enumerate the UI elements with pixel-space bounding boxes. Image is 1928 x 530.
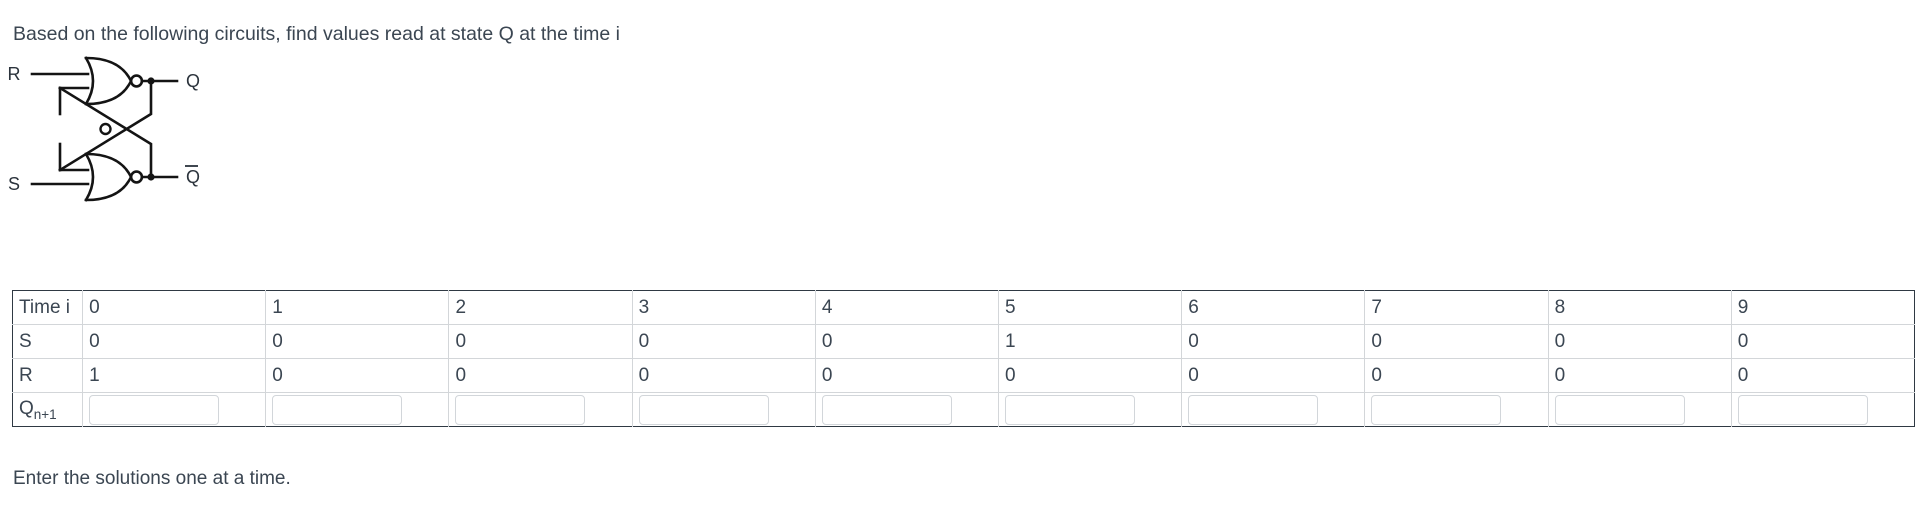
table-row-r: R 1 0 0 0 0 0 0 0 0 0 — [12, 358, 1915, 393]
cell-time-5: 5 — [998, 290, 1183, 325]
answer-input-6[interactable] — [1188, 394, 1319, 425]
cell-time-9: 9 — [1730, 290, 1915, 325]
table-row-q-next: Qn+1 — [12, 392, 1915, 427]
q-junction-dot — [147, 77, 155, 85]
timing-table-wrapper: Time i 0 1 2 3 4 5 6 7 8 9 S 0 0 0 — [12, 290, 1915, 427]
cell-s-6: 0 — [1181, 324, 1366, 359]
cell-r-1: 0 — [265, 358, 450, 393]
cell-r-8: 0 — [1547, 358, 1732, 393]
answer-input-3[interactable] — [638, 394, 769, 425]
cell-s-3: 0 — [631, 324, 816, 359]
question-prompt: Based on the following circuits, find va… — [13, 23, 620, 45]
cell-s-2: 0 — [448, 324, 633, 359]
bottom-gate-bubble — [129, 170, 144, 184]
row-label-q-next-subscript: n+1 — [33, 406, 57, 422]
qbar-junction-dot — [147, 173, 155, 181]
circuit-svg: R S Q Q — [8, 56, 200, 202]
wire-crossing-hop — [99, 122, 112, 136]
table-row-time: Time i 0 1 2 3 4 5 6 7 8 9 — [12, 290, 1915, 325]
top-gate-back — [84, 56, 95, 106]
bottom-gate-top-arc — [84, 152, 133, 179]
cell-q-7 — [1364, 392, 1549, 427]
cell-q-1 — [265, 392, 450, 427]
cell-time-3: 3 — [631, 290, 816, 325]
top-gate-top-arc — [84, 56, 133, 83]
cell-s-8: 0 — [1547, 324, 1732, 359]
row-label-q-next: Qn+1 — [12, 392, 84, 427]
wire-feedback-q-to-bottom-gate — [58, 82, 153, 172]
cell-time-1: 1 — [265, 290, 450, 325]
cell-r-9: 0 — [1730, 358, 1915, 393]
cell-time-8: 8 — [1547, 290, 1732, 325]
cell-q-3 — [631, 392, 816, 427]
table-row-s: S 0 0 0 0 0 1 0 0 0 0 — [12, 324, 1915, 359]
cell-time-0: 0 — [82, 290, 267, 325]
circuit-label-qbar: Q — [186, 167, 200, 187]
circuit-label-r: R — [8, 64, 21, 84]
cell-q-9 — [1730, 392, 1915, 427]
cell-r-4: 0 — [814, 358, 1000, 393]
row-label-s: S — [12, 324, 84, 359]
row-label-r: R — [12, 358, 84, 393]
row-label-q-next-base: Q — [19, 397, 34, 419]
answer-input-0[interactable] — [89, 394, 220, 425]
cell-time-7: 7 — [1364, 290, 1549, 325]
cell-q-5 — [998, 392, 1183, 427]
answer-input-2[interactable] — [455, 394, 586, 425]
cell-r-6: 0 — [1181, 358, 1366, 393]
cell-q-6 — [1181, 392, 1366, 427]
cell-q-0 — [82, 392, 267, 427]
timing-table: Time i 0 1 2 3 4 5 6 7 8 9 S 0 0 0 — [12, 290, 1915, 427]
cell-time-6: 6 — [1181, 290, 1366, 325]
cell-s-1: 0 — [265, 324, 450, 359]
cell-time-4: 4 — [814, 290, 1000, 325]
cell-q-2 — [448, 392, 633, 427]
cell-r-7: 0 — [1364, 358, 1549, 393]
top-gate-bubble — [129, 74, 144, 88]
cell-s-5: 1 — [998, 324, 1183, 359]
answer-input-8[interactable] — [1554, 394, 1685, 425]
cell-r-0: 1 — [82, 358, 267, 393]
top-gate-bottom-arc — [84, 79, 133, 106]
wire-feedback-qbar-to-top-gate — [58, 86, 153, 176]
cell-q-8 — [1547, 392, 1732, 427]
cell-q-4 — [814, 392, 1000, 427]
cell-s-7: 0 — [1364, 324, 1549, 359]
cell-s-9: 0 — [1730, 324, 1915, 359]
cell-r-5: 0 — [998, 358, 1183, 393]
instruction-text: Enter the solutions one at a time. — [13, 468, 291, 489]
circuit-label-s: S — [8, 174, 20, 194]
answer-input-7[interactable] — [1371, 394, 1502, 425]
answer-input-9[interactable] — [1737, 394, 1868, 425]
cell-time-2: 2 — [448, 290, 633, 325]
bottom-gate-back — [84, 152, 95, 202]
cell-r-2: 0 — [448, 358, 633, 393]
cell-s-0: 0 — [82, 324, 267, 359]
answer-input-5[interactable] — [1005, 394, 1136, 425]
answer-input-4[interactable] — [821, 394, 952, 425]
answer-input-1[interactable] — [272, 394, 403, 425]
cell-s-4: 0 — [814, 324, 1000, 359]
cell-r-3: 0 — [631, 358, 816, 393]
circuit-label-q: Q — [186, 71, 200, 91]
bottom-gate-bottom-arc — [84, 175, 133, 202]
sr-latch-circuit-diagram: R S Q Q — [0, 44, 260, 214]
row-label-time: Time i — [12, 290, 84, 325]
